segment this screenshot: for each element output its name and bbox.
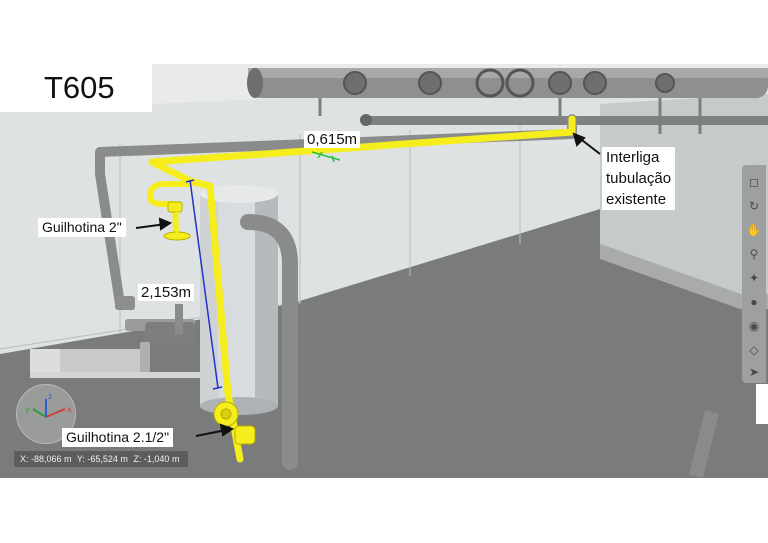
title-box [0, 64, 152, 112]
dimension-label-horizontal: 0,615m [304, 131, 361, 148]
label-interliga-line3: existente [606, 191, 667, 208]
view-cube-icon[interactable]: ◻ [749, 175, 759, 189]
plant-3d-scene[interactable] [0, 64, 768, 478]
walk-icon[interactable]: ● [750, 295, 758, 309]
pipe-supports [318, 98, 702, 134]
axis-x-label: x [67, 405, 72, 414]
label-guilhotina-2-1-2: Guilhotina 2.1/2" [62, 428, 174, 447]
pan-hand-icon[interactable]: ✋ [746, 223, 762, 237]
axis-gizmo-icon: x y z [25, 392, 72, 418]
valve-assembly-left [30, 296, 200, 378]
dimension-label-vertical: 2,153m [138, 284, 195, 301]
navigation-toolbar: ◻ ↻ ✋ ⚲ ✦ ● ◉ ◇ ➤ [742, 165, 766, 383]
look-icon[interactable]: ◉ [748, 319, 760, 333]
label-interliga-line1: Interliga [606, 149, 660, 166]
label-interliga: Interliga tubulação existente [602, 147, 676, 210]
yellow-valve-2-1-2in [213, 401, 256, 445]
page-title: T605 [44, 70, 115, 105]
yellow-valve-2in [163, 201, 191, 241]
leader-arrows [135, 132, 601, 437]
axis-y-label: y [25, 405, 30, 414]
coord-z: Z: -1,040 m [133, 454, 180, 464]
axis-z-label: z [48, 392, 52, 401]
select-arrow-icon[interactable]: ➤ [748, 365, 760, 379]
dimension-vertical-line [185, 179, 223, 390]
coord-x: X: -88,066 m [20, 454, 72, 464]
floor-post [756, 384, 768, 424]
orbit-icon[interactable]: ↻ [748, 199, 760, 213]
coord-y: Y: -65,524 m [76, 454, 128, 464]
zoom-icon[interactable]: ⚲ [749, 247, 759, 261]
dimension-horizontal-line [311, 151, 341, 163]
3d-viewport[interactable]: x y z ◻ ↻ ✋ ⚲ ✦ ● ◉ ◇ ➤ X: -88,066 m Y: … [0, 64, 768, 478]
platform [600, 94, 768, 294]
floor-pipe-stub [689, 410, 719, 478]
overhead-main-pipe [247, 68, 768, 98]
section-icon[interactable]: ◇ [749, 343, 759, 357]
vessel-outlet-pipe [240, 214, 298, 470]
fit-icon[interactable]: ✦ [748, 271, 760, 285]
label-interliga-line2: tubulação [606, 170, 672, 187]
coordinate-readout: X: -88,066 m Y: -65,524 m Z: -1,040 m [14, 451, 189, 467]
label-guilhotina-2: Guilhotina 2" [38, 218, 126, 237]
existing-pipe-secondary [362, 116, 768, 125]
platform-edge [600, 244, 768, 309]
